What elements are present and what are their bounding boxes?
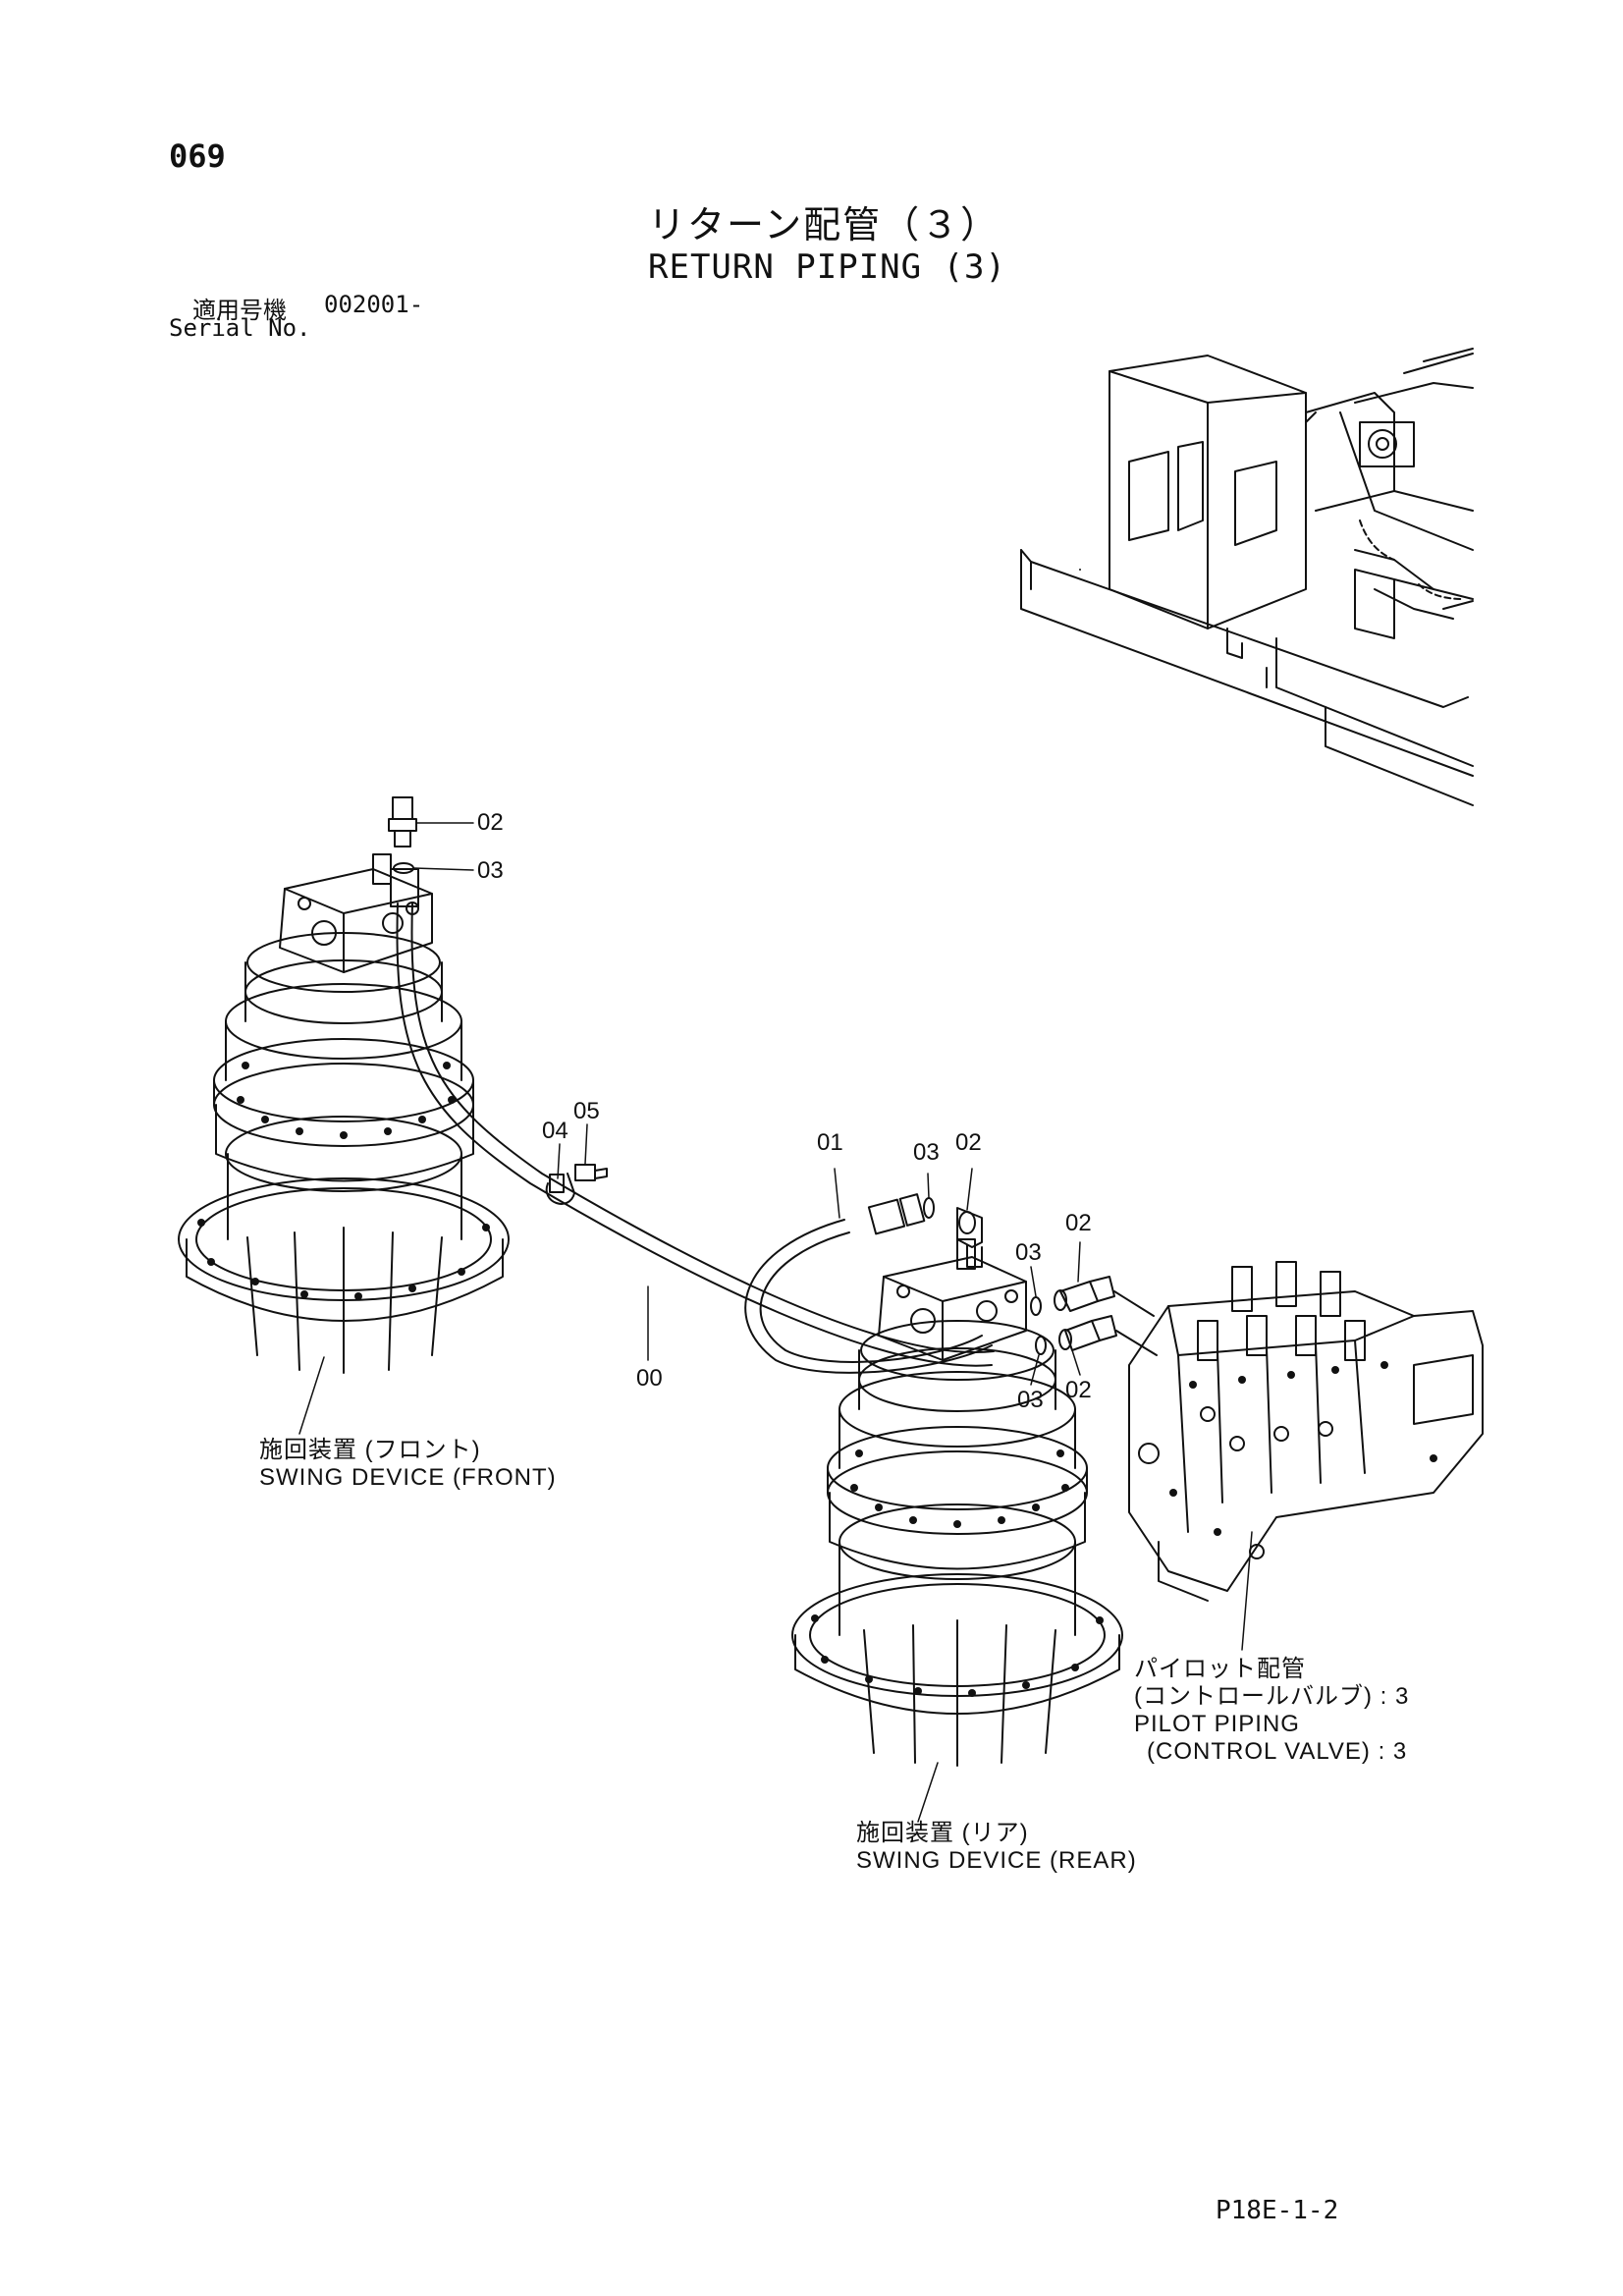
hose-clamp-04 [545,1173,575,1205]
label-swing-device-front-en: SWING DEVICE (FRONT) [259,1464,557,1491]
callout-05: 05 [573,1098,600,1124]
hose-01 [744,1193,993,1374]
page-number: 069 [169,137,226,175]
document-code: P18E-1-2 [1216,2196,1339,2225]
o-ring-03-lower [1035,1336,1047,1355]
return-hose-00 [390,868,995,1367]
callout-04: 04 [542,1118,568,1144]
label-swing-device-rear-jp: 施回装置 (リア) [856,1820,1029,1846]
callout-03-right: 03 [1015,1239,1042,1266]
elbow-fitting-02-right [1054,1276,1115,1312]
callout-03-lower: 03 [1017,1387,1044,1413]
page-title-english: RETURN PIPING (3) [648,247,1006,287]
bolt-05 [574,1164,608,1181]
o-ring-03-right [1030,1296,1042,1316]
label-swing-device-rear-en: SWING DEVICE (REAR) [856,1847,1137,1874]
callout-03-mid: 03 [913,1139,940,1166]
callout-02-right: 02 [1065,1210,1092,1236]
callout-02-lower: 02 [1065,1377,1092,1403]
label-swing-device-front-jp: 施回装置 (フロント) [259,1437,481,1463]
callout-02-mid: 02 [955,1129,982,1156]
label-pilot-piping-cv-jp: (コントロールバルブ) : 3 [1134,1683,1410,1710]
callout-03-top: 03 [477,857,504,884]
elbow-fitting-02-lower [1058,1315,1117,1351]
swing-device-front-drawing [178,853,510,1374]
elbow-fitting-02-mid [956,1207,983,1268]
swing-device-rear-drawing [791,1238,1123,1767]
label-pilot-piping-cv-en: (CONTROL VALVE) : 3 [1147,1738,1408,1765]
callout-01: 01 [817,1129,843,1156]
label-pilot-piping-jp: パイロット配管 [1134,1656,1306,1682]
callout-00: 00 [636,1365,663,1392]
pilot-pipe-upper [1113,1290,1155,1317]
callout-02-top: 02 [477,809,504,836]
label-pilot-piping-en: PILOT PIPING [1134,1711,1300,1737]
machine-overview-drawing [1020,348,1474,806]
o-ring-03-top [393,862,414,874]
control-valve-drawing [1128,1261,1484,1602]
callout-leader-lines [298,822,1253,1823]
page-title-japanese: リターン配管（３） [648,203,1001,246]
pilot-pipe-lower [1115,1330,1158,1356]
elbow-fitting-02-top [388,796,417,847]
o-ring-03-mid [923,1197,935,1219]
serial-label-japanese: 適用号機 [192,297,287,324]
serial-number: 002001- [324,291,424,318]
serial-label-english: Serial No. [169,314,311,342]
